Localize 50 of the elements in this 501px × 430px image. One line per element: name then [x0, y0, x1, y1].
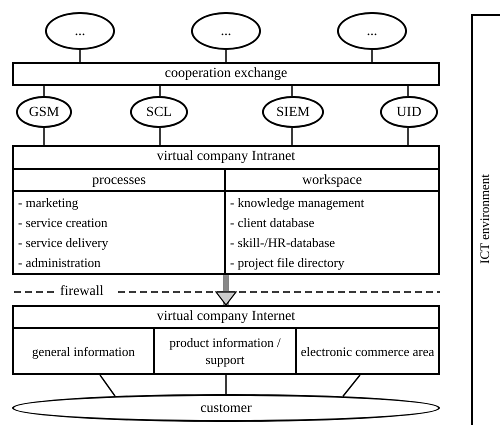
node-label: ...: [74, 22, 86, 40]
list-item: - marketing: [18, 194, 80, 212]
connector-line: [371, 50, 373, 62]
connector-line: [225, 50, 227, 62]
node-label: product information / support: [168, 334, 282, 368]
environment-label: ICT environment: [477, 173, 493, 266]
node-label: GSM: [28, 104, 60, 122]
node-label: customer: [200, 400, 252, 418]
node-label: cooperation exchange: [164, 65, 288, 83]
list-item: - administration: [18, 254, 102, 272]
table-cell: [14, 327, 155, 373]
list-item: - client database: [230, 214, 316, 232]
node-label: SIEM: [276, 104, 310, 122]
connector-line: [407, 128, 409, 145]
ellipse-node: [16, 96, 72, 128]
node-label: virtual company Intranet: [156, 148, 296, 166]
connector-line: [99, 374, 116, 396]
node-label: ...: [366, 22, 378, 40]
table-cell: [155, 327, 297, 373]
node-label: electronic commerce area: [300, 342, 434, 360]
node-label: virtual company Internet: [156, 308, 296, 326]
arrow: [215, 275, 237, 306]
node-label: ...: [220, 22, 232, 40]
connector-line: [43, 128, 45, 145]
ellipse-node: [380, 96, 438, 128]
column-header: workspace: [226, 170, 438, 192]
internet-box: [12, 305, 440, 375]
list-item: - project file directory: [230, 254, 346, 272]
list-item: - skill-/HR-database: [230, 234, 336, 252]
ellipse-node: [130, 96, 188, 128]
connector-line: [342, 374, 361, 397]
connector-line: [159, 128, 161, 145]
list-item: - service delivery: [18, 234, 110, 252]
table-column: [226, 168, 438, 273]
list-item: - service creation: [18, 214, 109, 232]
node-label: general information: [32, 342, 135, 360]
connector-line: [79, 50, 81, 62]
list-item: - knowledge management: [230, 194, 366, 212]
connector-line: [291, 86, 293, 96]
connector-line: [43, 86, 45, 96]
intranet-box: [12, 145, 440, 275]
connector-line: [159, 86, 161, 96]
connector-line: [225, 375, 227, 394]
exchange-bar: [12, 62, 440, 86]
column-header: processes: [14, 170, 224, 192]
table-column: [14, 168, 226, 273]
node-label: UID: [396, 104, 422, 122]
connector-line: [291, 128, 293, 145]
node-label: SCL: [146, 104, 172, 122]
connector-line: [407, 86, 409, 96]
